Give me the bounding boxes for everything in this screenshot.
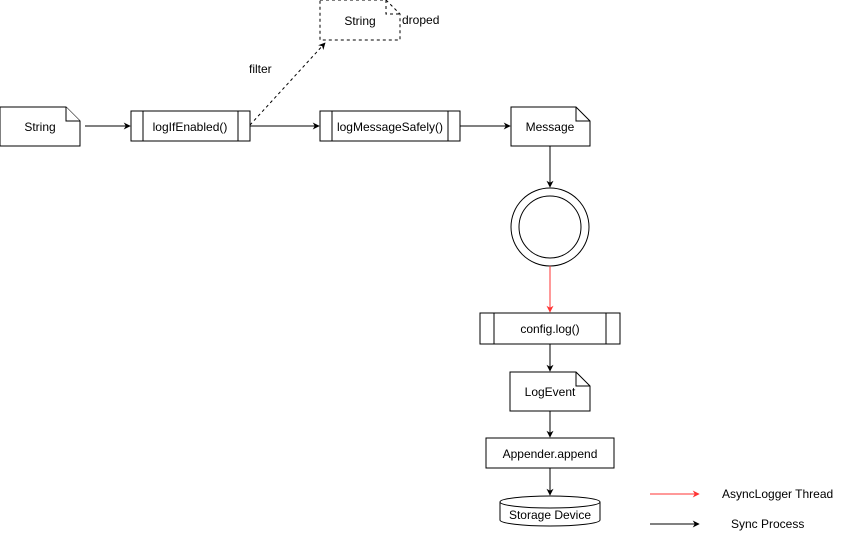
log-message-safely-node: logMessageSafely() — [319, 110, 461, 142]
config-log-node: config.log() — [479, 312, 621, 345]
log-event-label: LogEvent — [525, 385, 576, 399]
log-message-safely-label: logMessageSafely() — [337, 120, 443, 134]
string-dropped-label: String — [344, 14, 375, 28]
storage-device-label: Storage Device — [509, 508, 591, 522]
message-node: Message — [510, 106, 591, 147]
filter-label: filter — [249, 62, 272, 76]
dropped-label: droped — [402, 13, 439, 27]
message-label: Message — [526, 120, 575, 134]
string-input-label: String — [24, 120, 55, 134]
log-event-node: LogEvent — [509, 371, 591, 412]
legend-sync-label: Sync Process — [731, 517, 804, 531]
edge-filter-to-dropped — [249, 42, 326, 126]
legend-async-label: AsyncLogger Thread — [722, 487, 833, 501]
appender-append-node: Appender.append — [485, 437, 615, 469]
string-input-node: String — [0, 106, 81, 147]
storage-device-node: Storage Device — [499, 495, 601, 527]
log-if-enabled-node: logIfEnabled() — [130, 110, 251, 142]
ring-buffer-node — [510, 187, 590, 267]
config-log-label: config.log() — [520, 322, 579, 336]
log-if-enabled-label: logIfEnabled() — [153, 120, 228, 134]
string-dropped-node: String — [319, 0, 401, 41]
appender-append-label: Appender.append — [503, 447, 598, 461]
legend: AsyncLogger Thread Sync Process — [650, 487, 833, 531]
